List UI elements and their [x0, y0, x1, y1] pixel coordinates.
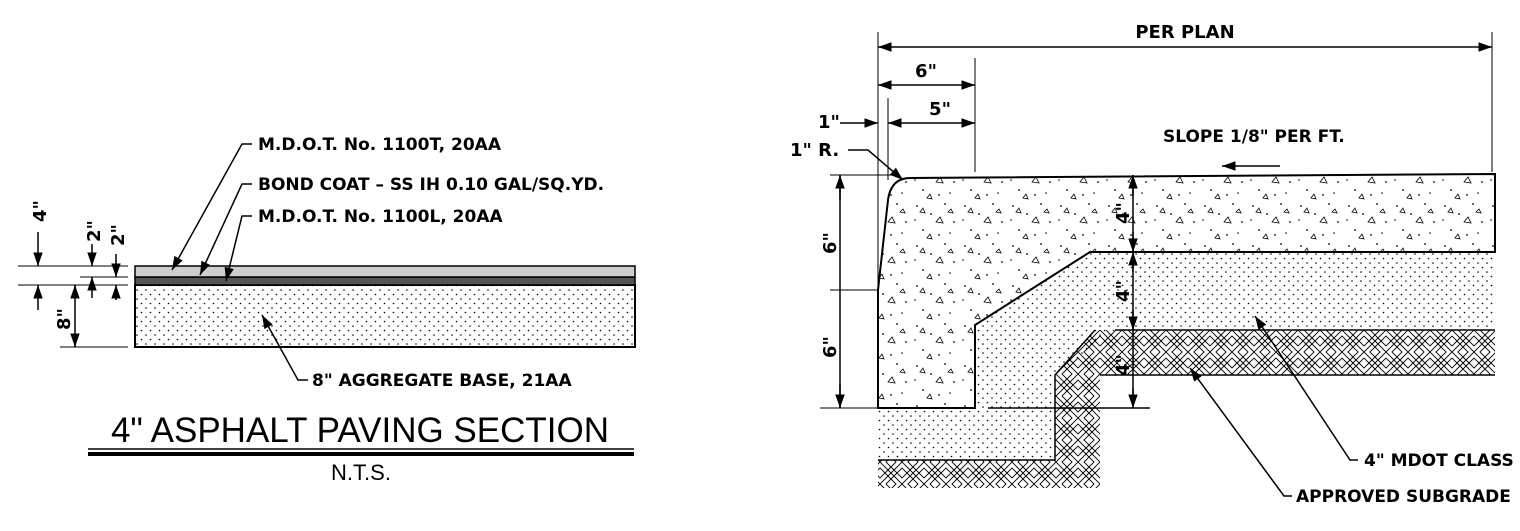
dim-curb-reveal: 6" [820, 232, 841, 254]
concrete-curb-slab [877, 172, 1496, 409]
dim-total-asphalt: 4" [30, 200, 51, 222]
dim-base-depth: 8" [54, 308, 75, 330]
aggregate-base-layer [134, 284, 636, 348]
dim-slab-depth: 4" [1113, 202, 1134, 224]
callout-aggregate-base: 8" AGGREGATE BASE, 21AA [312, 371, 572, 391]
dim-curb-width: 6" [915, 61, 937, 82]
dim-curb-below: 6" [820, 336, 841, 358]
top-course-layer [134, 265, 636, 278]
callout-top-course: M.D.O.T. No. 1100T, 20AA [258, 135, 502, 155]
dim-overall-width: PER PLAN [1135, 22, 1234, 43]
callout-base-class: 4" MDOT CLASS [1364, 451, 1514, 471]
subgrade-hatch [878, 330, 1495, 488]
dim-base-depth-1: 4" [1113, 280, 1134, 302]
slope-note: SLOPE 1/8" PER FT. [1163, 127, 1345, 147]
leveling-course-layer [134, 276, 636, 286]
asphalt-paving-section: 4" 2" 2" 8" M.D.O.T. No. 1100T, 20AA BON… [18, 135, 636, 485]
curb-section: PER PLAN 6" 5" 1" 1" R. SLOPE 1/8" PER F… [790, 22, 1514, 507]
dim-top-layer: 2" [84, 220, 105, 242]
dim-corner-radius: 1" R. [790, 140, 839, 161]
scale-note: N.T.S. [331, 460, 391, 485]
dim-curb-top: 5" [929, 99, 951, 120]
section-title: 4" ASPHALT PAVING SECTION [111, 411, 609, 450]
callout-bond-coat: BOND COAT – SS IH 0.10 GAL/SQ.YD. [258, 175, 604, 195]
dim-curb-batter: 1" [818, 112, 840, 133]
dim-base-depth-2: 4" [1113, 354, 1134, 376]
callout-subgrade: APPROVED SUBGRADE [1296, 487, 1511, 507]
callout-leveling-course: M.D.O.T. No. 1100L, 20AA [258, 207, 503, 227]
dim-bottom-layer: 2" [108, 224, 129, 246]
